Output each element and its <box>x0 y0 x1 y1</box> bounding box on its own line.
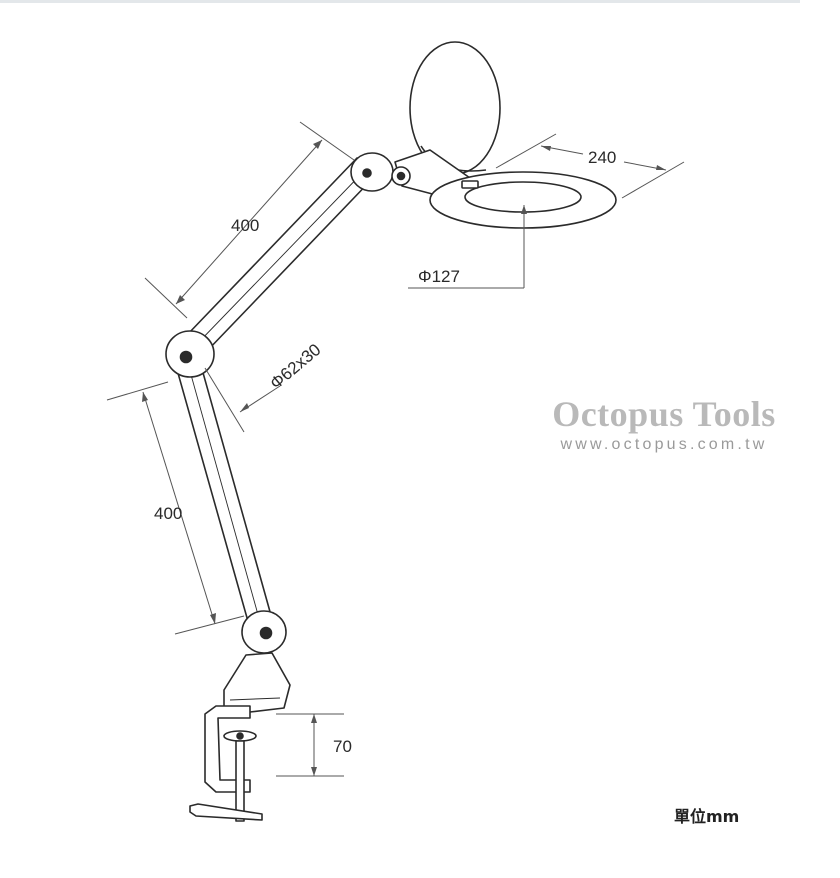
dim-lens-diameter-label: Φ127 <box>418 267 460 286</box>
clamp-screw <box>235 740 245 822</box>
lens-glass <box>464 181 582 213</box>
dim-head-width: 240 <box>495 133 685 199</box>
c-clamp <box>204 705 251 793</box>
dim-head-width-label: 240 <box>588 148 616 167</box>
dim-arm-profile-label: Φ62x30 <box>266 340 324 393</box>
dim-lower-arm: 400 <box>106 381 245 635</box>
watermark-url: www.octopus.com.tw <box>560 436 768 453</box>
dim-upper-arm-label: 400 <box>231 216 259 235</box>
dim-upper-arm: 400 <box>144 121 355 319</box>
dim-clamp-opening-label: 70 <box>333 737 352 756</box>
upper-joint <box>350 152 394 192</box>
dim-clamp-opening: 70 <box>276 713 352 777</box>
upper-arm <box>186 157 376 353</box>
watermark-name: Octopus Tools <box>552 394 776 434</box>
dim-lens-diameter: Φ127 <box>408 205 527 289</box>
unit-label: 單位mm <box>674 807 740 826</box>
dim-arm-profile: Φ62x30 <box>204 340 324 433</box>
clamp-handle <box>189 803 263 821</box>
lens-switch <box>461 180 479 189</box>
watermark: Octopus Tools www.octopus.com.tw <box>536 394 792 454</box>
top-border <box>0 0 800 3</box>
base-block <box>223 652 291 713</box>
dim-lower-arm-label: 400 <box>154 504 182 523</box>
